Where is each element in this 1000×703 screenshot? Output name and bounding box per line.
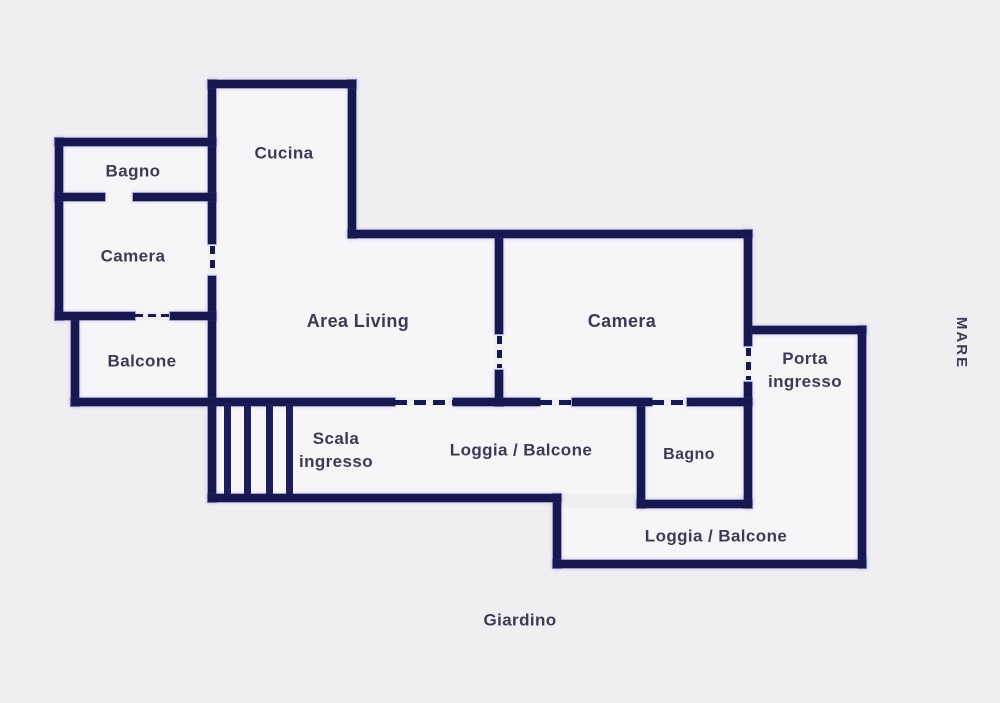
room-label-scala-ingresso: Scala ingresso	[298, 429, 374, 471]
door-dash-bagno-bottom	[652, 400, 687, 405]
outside-label-giardino: Giardino	[483, 610, 557, 630]
wall-right-outer	[858, 326, 866, 568]
room-label-loggia-balcone-bottom: Loggia / Balcone	[644, 526, 788, 546]
room-label-cucina: Cucina	[254, 143, 314, 163]
door-dash-camera-porta-ingresso	[746, 348, 751, 380]
room-fill-camera-right	[503, 238, 744, 398]
outside-label-mare: MARE	[953, 316, 971, 370]
wall-camera-left-bottom-b	[170, 312, 216, 320]
wall-scala-bottom	[208, 494, 561, 502]
room-label-bagno-top-left: Bagno	[105, 161, 161, 181]
stair-step	[244, 403, 251, 494]
wall-bagno-camera-divider-left	[55, 193, 105, 201]
wall-bottom-main-a	[71, 398, 395, 406]
wall-camera-right-lower	[744, 382, 752, 508]
room-fill-cucina-living-column	[216, 88, 348, 398]
wall-bottom-main-d	[687, 398, 752, 406]
wall-cucina-left-upper	[208, 80, 216, 244]
wall-camera-right-upper	[744, 230, 752, 346]
wall-left-outer	[55, 138, 63, 320]
wall-porta-ingresso-top	[752, 326, 866, 334]
door-dash-cucina-living	[210, 246, 215, 274]
wall-bottom-main-b	[453, 398, 540, 406]
wall-loggia-step-vertical	[553, 494, 561, 568]
room-label-porta-ingresso: Porta ingresso	[767, 349, 843, 391]
room-fill-loggia-bottom	[561, 508, 858, 560]
room-label-bagno-bottom: Bagno	[663, 446, 715, 464]
room-fill-bagno-camera-left	[63, 146, 208, 312]
stair-step	[286, 403, 293, 494]
stair-step	[266, 403, 273, 494]
wall-cucina-top	[208, 80, 356, 88]
wall-bagno-camera-divider-right	[133, 193, 216, 201]
wall-cucina-right	[348, 80, 356, 238]
room-fill-living	[348, 238, 495, 398]
wall-bagno-top	[55, 138, 216, 146]
room-label-loggia-balcone-mid: Loggia / Balcone	[449, 440, 593, 460]
room-fill-balcone	[79, 320, 208, 398]
wall-living-camera-divider-lower	[495, 370, 503, 406]
wall-bagno-bottom-bottom	[637, 500, 752, 508]
wall-bottom-main-c	[572, 398, 652, 406]
wall-living-camera-divider-upper	[495, 238, 503, 334]
wall-bottom-outer	[553, 560, 866, 568]
room-fill-bagno-bottom	[645, 406, 737, 500]
wall-bagno-bottom-left	[637, 406, 645, 508]
wall-camera-left-bottom-a	[55, 312, 135, 320]
room-label-camera-left: Camera	[100, 246, 166, 266]
wall-living-left-lower	[208, 276, 216, 502]
room-label-camera-right: Camera	[587, 310, 657, 331]
stair-step	[224, 403, 231, 494]
wall-camera-top-main	[348, 230, 752, 238]
window-dash-camera-loggia	[540, 400, 572, 405]
door-dash-living-camera	[497, 336, 502, 368]
wall-balcone-left	[71, 320, 79, 406]
room-label-balcone: Balcone	[107, 351, 177, 371]
room-label-area-living: Area Living	[306, 310, 410, 331]
window-dash-balcone	[135, 314, 170, 317]
window-dash-living-loggia	[395, 400, 453, 405]
